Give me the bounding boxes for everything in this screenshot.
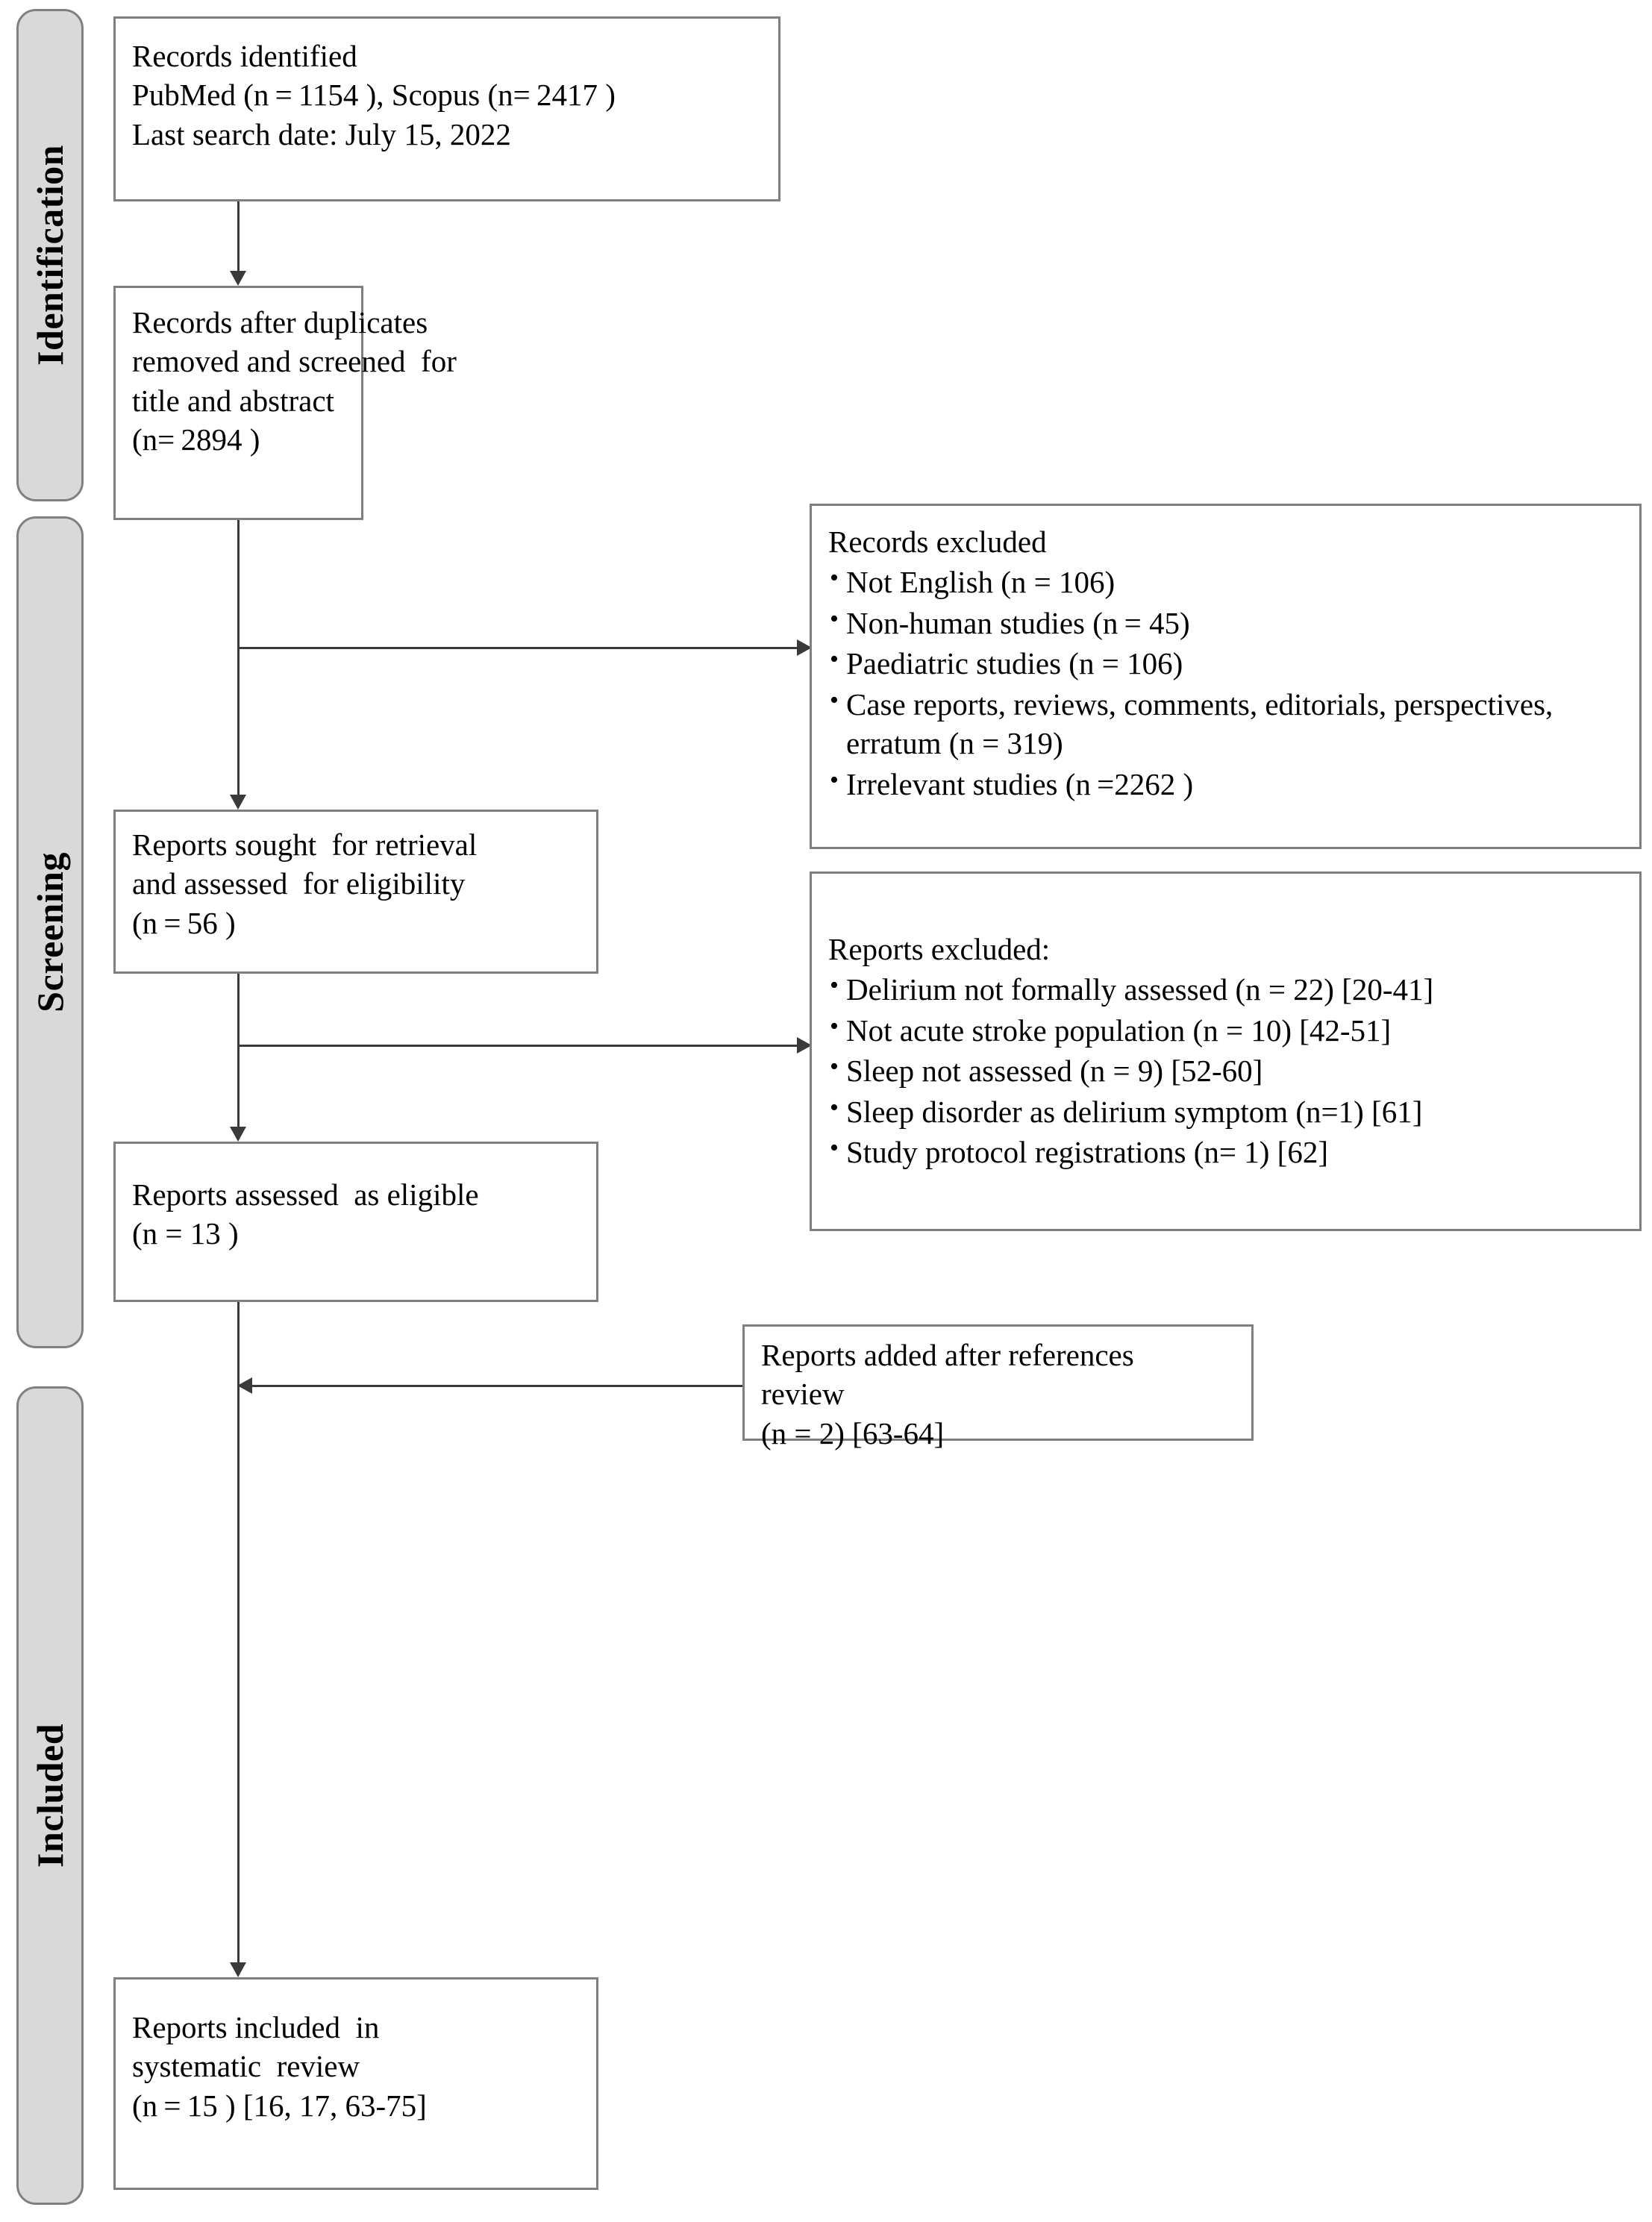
reports-sought-line-2: and assessed for eligibility <box>132 866 466 901</box>
records-identified-line-1: Records identified <box>132 39 357 73</box>
stage-band-screening: Screening <box>16 516 84 1348</box>
reports-excluded-item: Sleep disorder as delirium symptom (n=1)… <box>828 1092 1624 1131</box>
connector-identified-to-duplicates <box>237 201 240 271</box>
arrowhead-identified-to-duplicates <box>230 271 246 286</box>
connector-reports-added-to-trunk <box>252 1385 742 1387</box>
reports-excluded-item: Sleep not assessed (n = 9) [52-60] <box>828 1051 1624 1090</box>
arrowhead-to-reports-excluded <box>797 1037 812 1054</box>
reports-assessed-line-1: Reports assessed as eligible <box>132 1177 479 1212</box>
box-reports-added: Reports added after references review (n… <box>742 1324 1254 1450</box>
connector-to-reports-excluded <box>239 1045 798 1047</box>
connector-duplicates-to-sought <box>237 520 240 795</box>
arrowhead-to-records-excluded <box>797 639 812 656</box>
reports-added-line-2: review <box>761 1377 845 1412</box>
reports-sought-line-1: Reports sought for retrieval <box>132 827 478 862</box>
box-records-after-duplicates: Records after duplicates removed and scr… <box>113 286 457 520</box>
records-excluded-item: Case reports, reviews, comments, editori… <box>828 684 1624 763</box>
reports-included-line-3: (n = 15 ) [16, 17, 63-75] <box>132 2088 427 2123</box>
box-records-identified: Records identified PubMed (n = 1154 ), S… <box>113 16 780 201</box>
records-after-duplicates-line-4: (n= 2894 ) <box>132 422 260 457</box>
stage-band-identification: Identification <box>16 9 84 501</box>
box-reports-assessed: Reports assessed as eligible (n = 13 ) <box>113 1142 598 1302</box>
records-excluded-item: Not English (n = 106) <box>828 562 1624 601</box>
stage-label-identification: Identification <box>29 145 71 366</box>
connector-sought-to-assessed <box>237 974 240 1127</box>
box-reports-sought: Reports sought for retrieval and assesse… <box>113 810 598 974</box>
records-excluded-item: Paediatric studies (n = 106) <box>828 643 1624 683</box>
records-excluded-list: Not English (n = 106) Non-human studies … <box>828 562 1624 804</box>
stage-band-included: Included <box>16 1386 84 2205</box>
records-after-duplicates-line-1: Records after duplicates <box>132 305 428 339</box>
reports-sought-line-3: (n = 56 ) <box>132 905 236 940</box>
arrowhead-duplicates-to-sought <box>230 795 246 810</box>
records-excluded-item: Irrelevant studies (n =2262 ) <box>828 764 1624 804</box>
reports-included-line-1: Reports included in <box>132 2010 380 2044</box>
records-identified-line-2: PubMed (n = 1154 ), Scopus (n= 2417 ) <box>132 78 616 113</box>
reports-excluded-item: Study protocol registrations (n= 1) [62] <box>828 1132 1624 1171</box>
reports-added-line-1: Reports added after references <box>761 1338 1134 1372</box>
reports-assessed-line-2: (n = 13 ) <box>132 1216 239 1251</box>
box-records-excluded: Records excluded Not English (n = 106) N… <box>810 504 1642 849</box>
records-excluded-title: Records excluded <box>828 525 1047 559</box>
arrowhead-reports-added-to-trunk <box>237 1377 252 1394</box>
records-after-duplicates-line-2: removed and screened for <box>132 344 457 379</box>
reports-excluded-item: Delirium not formally assessed (n = 22) … <box>828 969 1624 1009</box>
arrowhead-sought-to-assessed <box>230 1127 246 1142</box>
box-reports-included: Reports included in systematic review (n… <box>113 1977 598 2190</box>
records-identified-line-3: Last search date: July 15, 2022 <box>132 116 511 151</box>
connector-assessed-to-included <box>237 1302 240 1962</box>
box-reports-excluded: Reports excluded: Delirium not formally … <box>810 871 1642 1231</box>
reports-included-line-2: systematic review <box>132 2049 360 2084</box>
connector-to-records-excluded <box>239 647 798 649</box>
records-excluded-item: Non-human studies (n = 45) <box>828 603 1624 642</box>
stage-label-included: Included <box>29 1724 71 1868</box>
reports-added-line-3: (n = 2) [63-64] <box>761 1415 945 1450</box>
reports-excluded-item: Not acute stroke population (n = 10) [42… <box>828 1010 1624 1050</box>
stage-label-screening: Screening <box>29 852 71 1013</box>
arrowhead-assessed-to-included <box>230 1962 246 1977</box>
records-after-duplicates-line-3: title and abstract <box>132 383 334 418</box>
reports-excluded-title: Reports excluded: <box>828 932 1051 966</box>
reports-excluded-list: Delirium not formally assessed (n = 22) … <box>828 969 1624 1171</box>
